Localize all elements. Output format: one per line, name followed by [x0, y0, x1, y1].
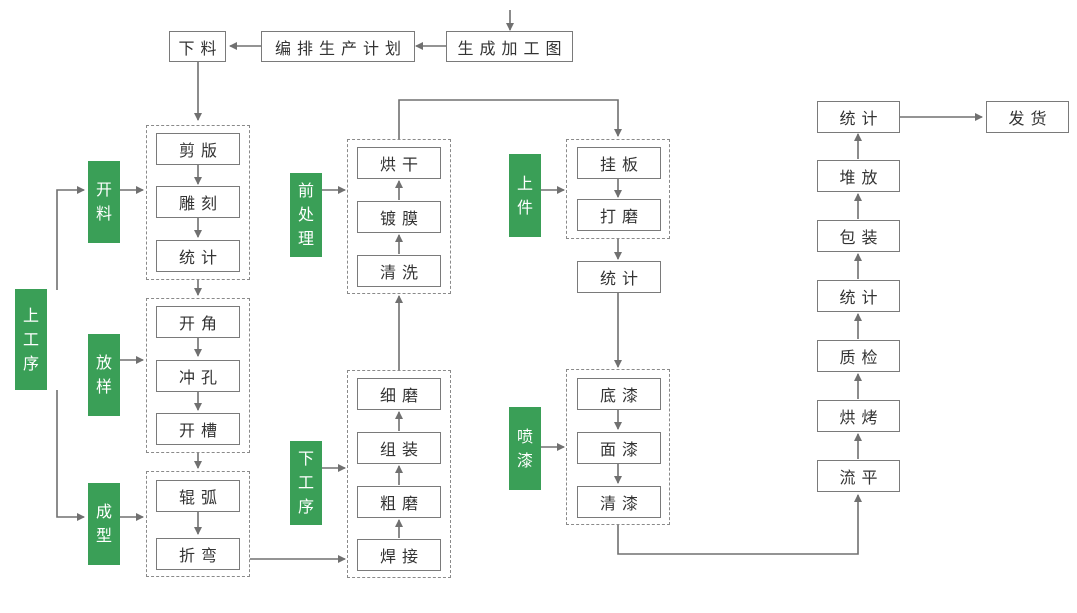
- group-fangyang: [146, 298, 250, 453]
- node-xemo: 细磨: [357, 378, 441, 410]
- tag-fangyang: 放样: [88, 334, 120, 416]
- group-qianchuli: [347, 139, 451, 294]
- group-xiagongxu: [347, 370, 451, 578]
- group-chengxing: [146, 471, 250, 577]
- node-honkao: 烘烤: [817, 400, 900, 432]
- node-kaicao: 开槽: [156, 413, 240, 445]
- node-mianqi: 面漆: [577, 432, 661, 464]
- node-chongkong: 冲孔: [156, 360, 240, 392]
- bracket-kailiao: [56, 186, 85, 290]
- node-xialiao: 下料: [169, 31, 226, 62]
- arrow-g7-liuping: [617, 494, 862, 555]
- tag-kailiao: 开料: [88, 161, 120, 243]
- node-liuping: 流平: [817, 460, 900, 492]
- node-zhewan: 折弯: [156, 538, 240, 570]
- tag-qianchuli: 前处理: [290, 173, 322, 257]
- node-bianpai: 编排生产计划: [261, 31, 415, 62]
- node-dumo: 镀膜: [357, 201, 441, 233]
- tag-xiagongxu: 下工序: [290, 441, 322, 525]
- arrow-g5-g6: [398, 99, 622, 139]
- node-damo: 打磨: [577, 199, 661, 231]
- group-penqi: [566, 369, 670, 525]
- group-shangjian: [566, 139, 670, 239]
- bracket-chengxing: [56, 390, 85, 521]
- node-baozhuang: 包装: [817, 220, 900, 252]
- node-zuzhuang: 组装: [357, 432, 441, 464]
- node-diqi: 底漆: [577, 378, 661, 410]
- node-jianban: 剪版: [156, 133, 240, 165]
- node-gunhu: 辊弧: [156, 480, 240, 512]
- tag-shangjian: 上件: [509, 154, 541, 237]
- node-cumo: 粗磨: [357, 486, 441, 518]
- tag-shanggongxu: 上工序: [15, 289, 47, 390]
- group-kailiao: [146, 125, 250, 280]
- node-diaoke: 雕刻: [156, 186, 240, 218]
- node-qingxi: 清洗: [357, 255, 441, 287]
- node-tongji-4: 统计: [817, 280, 900, 312]
- node-shengcheng: 生成加工图: [446, 31, 573, 62]
- node-tongji-1: 统计: [156, 240, 240, 272]
- node-zhijian: 质检: [817, 340, 900, 372]
- node-qingqi: 清漆: [577, 486, 661, 518]
- node-honggan: 烘干: [357, 147, 441, 179]
- node-duifang: 堆放: [817, 160, 900, 192]
- node-fahuo: 发货: [986, 101, 1069, 133]
- node-guaban: 挂板: [577, 147, 661, 179]
- node-tongji-2: 统计: [577, 261, 661, 293]
- node-hanjie: 焊接: [357, 539, 441, 571]
- tag-penqi: 喷漆: [509, 407, 541, 490]
- tag-chengxing: 成型: [88, 483, 120, 565]
- node-kaijiao: 开角: [156, 306, 240, 338]
- node-tongji-3: 统计: [817, 101, 900, 133]
